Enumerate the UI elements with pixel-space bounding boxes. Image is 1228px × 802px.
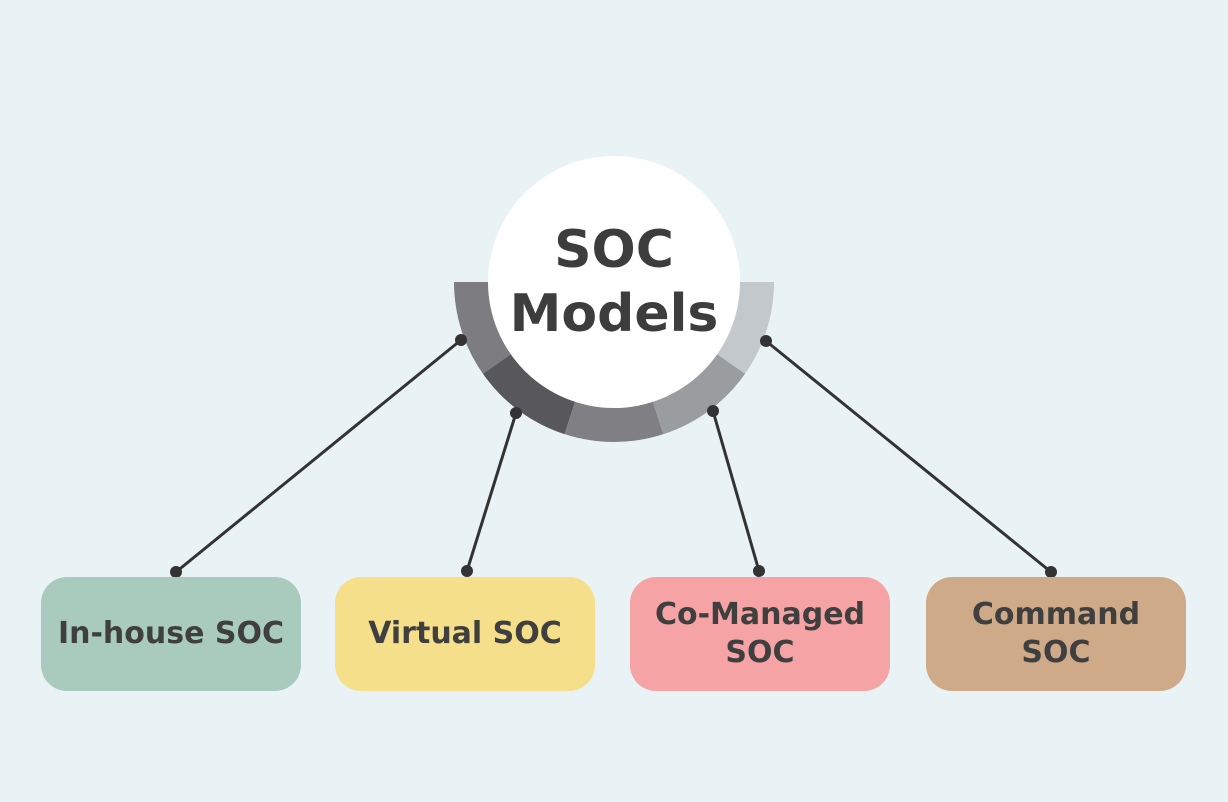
arc-segment	[454, 282, 518, 374]
center-circle	[488, 156, 740, 408]
node-label: Command SOC	[971, 597, 1141, 670]
center-title-line-1: SOC	[554, 220, 674, 280]
connector-dot	[461, 565, 473, 577]
node-in-house-soc: In-house SOC	[41, 577, 301, 691]
connector-dot	[455, 334, 467, 346]
connector-dot	[760, 335, 772, 347]
arc-ring	[454, 282, 774, 442]
connector-dot	[753, 565, 765, 577]
connector-lines	[170, 334, 1057, 578]
node-label: Co-Managed SOC	[654, 597, 866, 670]
node-virtual-soc: Virtual SOC	[335, 577, 595, 691]
connector-line	[765, 339, 1052, 574]
connector-dot	[1045, 566, 1057, 578]
arc-segment	[482, 349, 578, 435]
center-title-line-2: Models	[509, 284, 719, 344]
connector-dot	[170, 566, 182, 578]
node-command-soc: Command SOC	[926, 577, 1186, 691]
node-co-managed-soc: Co-Managed SOC	[630, 577, 890, 691]
connector-line	[175, 338, 462, 574]
arc-segment	[564, 394, 664, 442]
connector-dot	[707, 405, 719, 417]
center-title: SOC Models	[488, 156, 740, 408]
connector-line	[465, 412, 518, 572]
node-label: Virtual SOC	[368, 616, 562, 651]
arc-segment	[710, 282, 774, 374]
node-label: In-house SOC	[57, 616, 285, 651]
connector-line	[711, 410, 761, 572]
connector-dot	[510, 407, 522, 419]
arc-segment	[650, 349, 746, 435]
